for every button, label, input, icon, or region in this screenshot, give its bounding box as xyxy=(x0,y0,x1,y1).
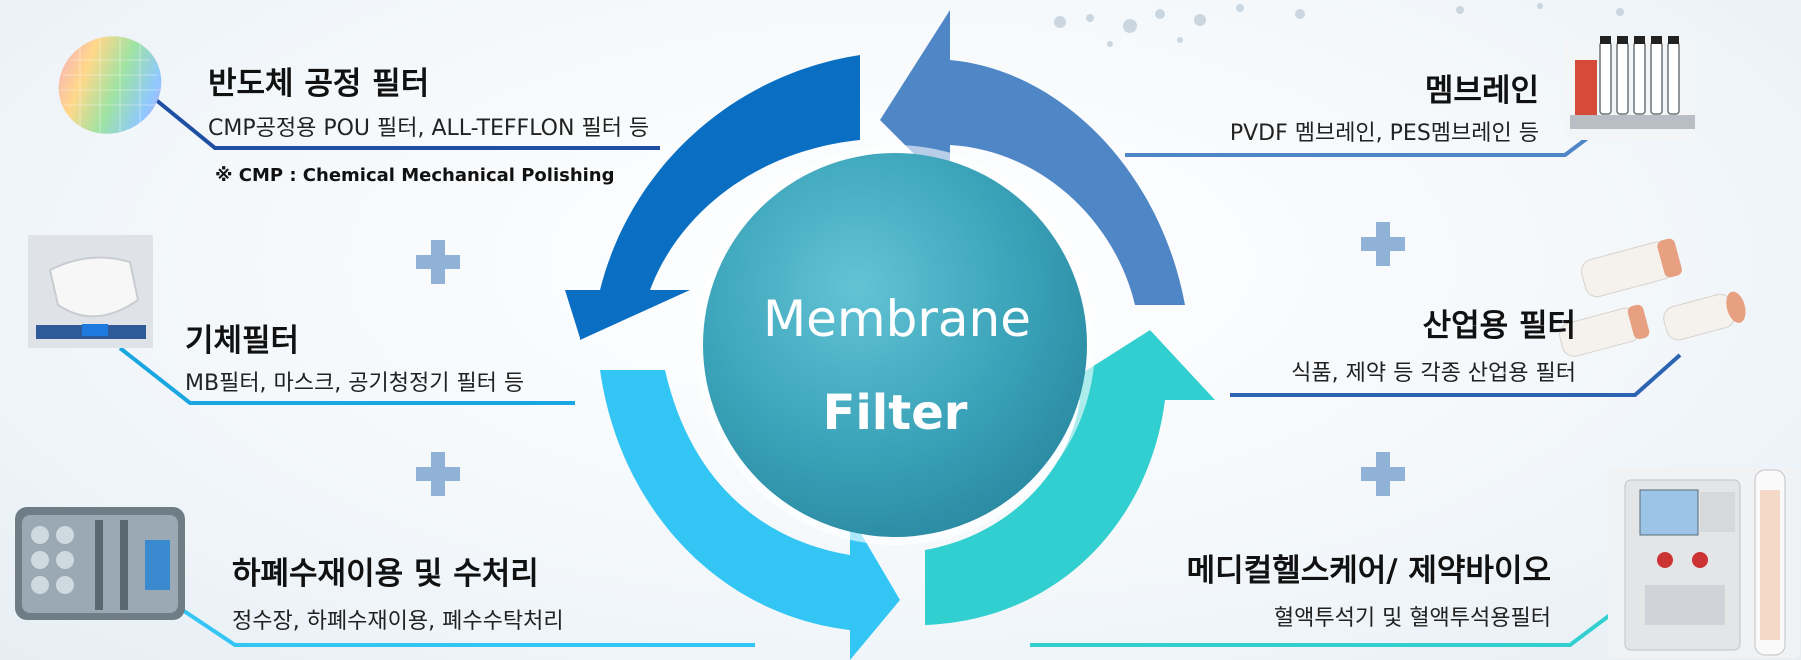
center-title-line1: Membrane xyxy=(763,290,1031,348)
plus-icon xyxy=(1361,452,1405,496)
underline-industrial xyxy=(1230,353,1682,397)
water-treatment-plant-image xyxy=(15,507,185,620)
plus-icon xyxy=(416,240,460,284)
membrane-module-image xyxy=(1565,36,1695,140)
arrow-bottom-left xyxy=(600,370,900,660)
semiconductor-note: ※ CMP : Chemical Mechanical Polishing xyxy=(215,165,615,186)
plus-icon xyxy=(1361,222,1405,266)
industrial-filter-desc: 식품, 제약 등 각종 산업용 필터 xyxy=(1291,361,1576,386)
arrow-top-left xyxy=(565,55,860,340)
mask-image xyxy=(28,235,153,348)
water-desc: 정수장, 하폐수재이용, 폐수수탁처리 xyxy=(232,609,564,634)
semiconductor-title: 반도체 공정 필터 xyxy=(208,66,430,102)
membrane-desc: PVDF 멤브레인, PES멤브레인 등 xyxy=(1229,121,1539,146)
gas-filter-title: 기체필터 xyxy=(185,323,300,359)
dialysis-machine-image xyxy=(1608,468,1800,658)
industrial-filter-cartridges-image xyxy=(1559,238,1746,357)
center-title-line2: Filter xyxy=(822,385,968,441)
medical-desc: 혈액투석기 및 혈액투석용필터 xyxy=(1273,606,1551,631)
gas-filter-desc: MB필터, 마스크, 공기청정기 필터 등 xyxy=(185,371,525,396)
arrow-bottom-right xyxy=(925,330,1215,625)
semiconductor-wafer-image xyxy=(58,36,162,134)
medical-title: 메디컬헬스케어/ 제약바이오 xyxy=(1186,553,1551,589)
industrial-filter-title: 산업용 필터 xyxy=(1422,308,1576,344)
underline-gas-filter xyxy=(118,346,575,405)
water-title: 하폐수재이용 및 수처리 xyxy=(232,556,539,592)
arrow-top-right xyxy=(880,10,1185,305)
center-circle xyxy=(703,153,1087,537)
water-drops-decoration xyxy=(1054,3,1624,47)
semiconductor-desc: CMP공정용 POU 필터, ALL-TEFFLON 필터 등 xyxy=(208,116,650,141)
underline-water xyxy=(173,603,755,647)
plus-icon xyxy=(416,452,460,496)
membrane-title: 멤브레인 xyxy=(1424,73,1539,109)
underline-semiconductor xyxy=(148,93,660,150)
